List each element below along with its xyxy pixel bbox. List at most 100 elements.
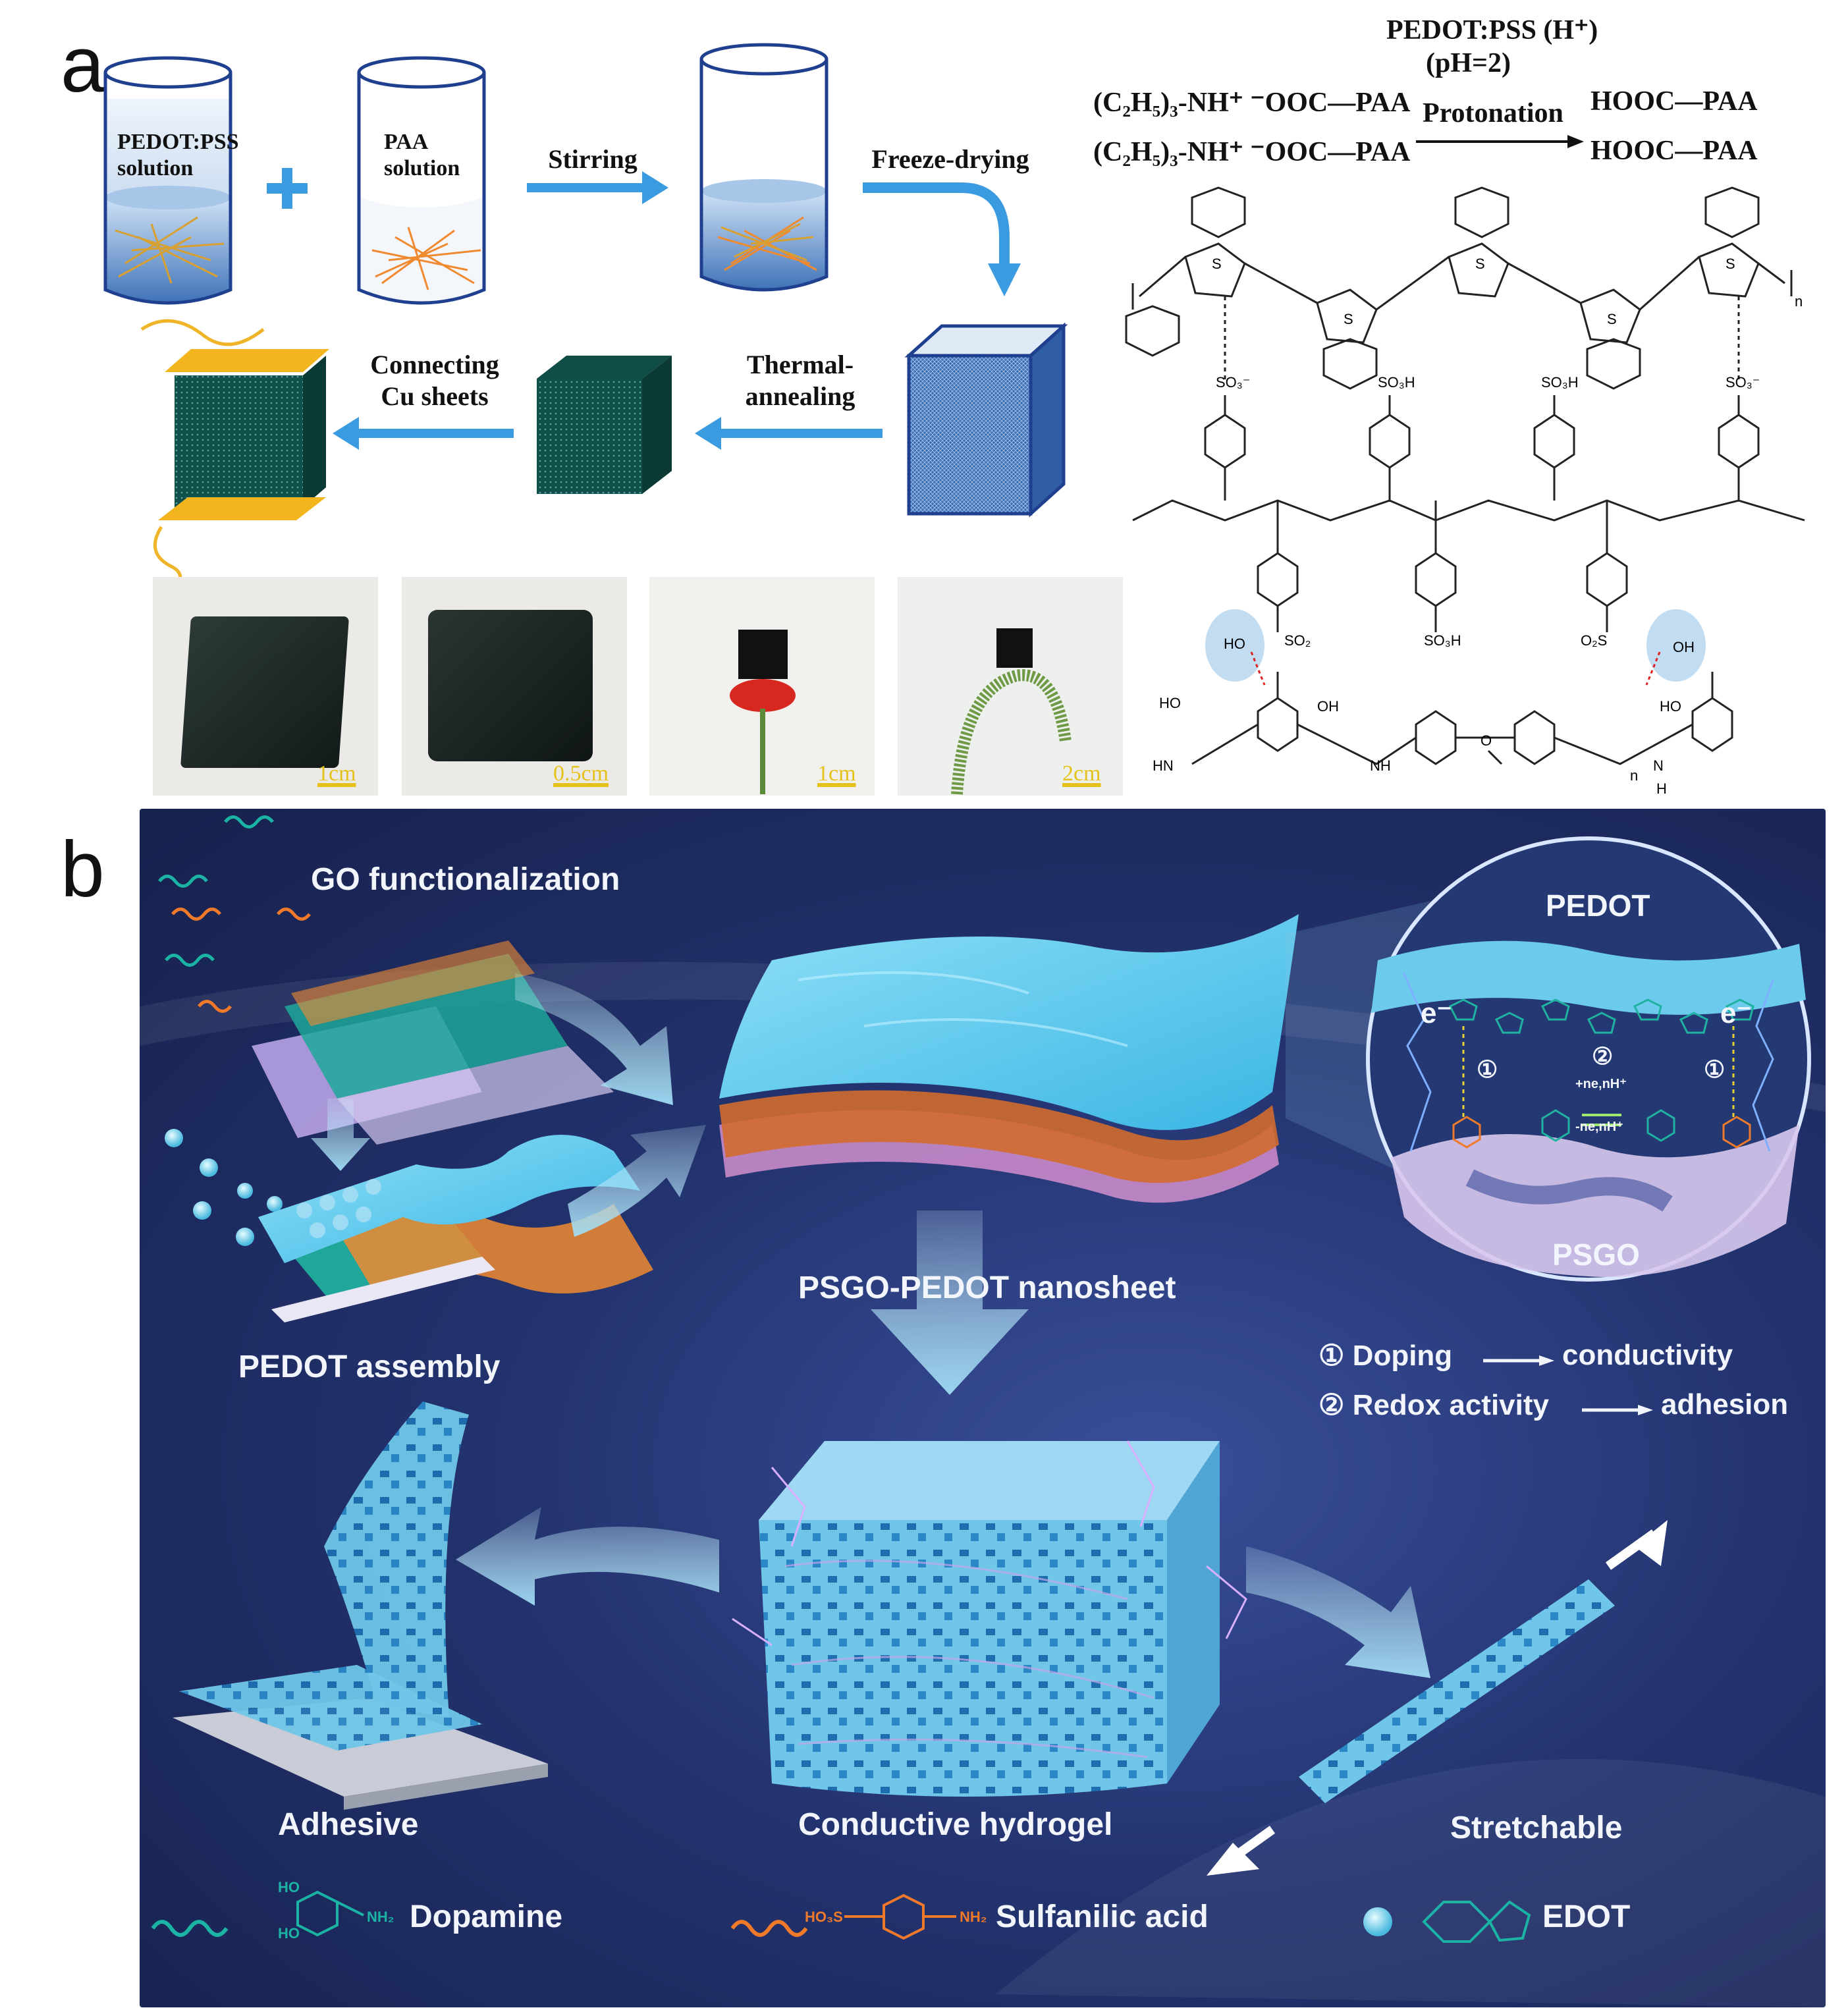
pedot-pss-paa-structure: SO₃⁻ SO₃H SO₃H SO₃⁻ SO₂ SO₃H O₂S HO OH H…	[1125, 186, 1805, 797]
struct-o-ether: O	[1481, 732, 1492, 749]
arrow-to-nanosheet-bottom	[568, 1125, 706, 1237]
struct-sub-n-top: n	[1795, 293, 1803, 310]
arrow-down-large	[871, 1210, 1029, 1395]
legend-sulfanilic-label: Sulfanilic acid	[996, 1899, 1209, 1934]
photo-cube-2: 0.5cm	[402, 577, 627, 796]
redox-plus: +ne,nH⁺	[1575, 1077, 1627, 1091]
struct-nh: NH	[1370, 757, 1391, 774]
arrow-connecting-cu	[333, 417, 514, 450]
scale-bar-3: 1cm	[817, 761, 856, 786]
struct-so3h-3: SO₃H	[1424, 632, 1461, 649]
legend-nh2-sulfanilic: NH₂	[960, 1909, 987, 1925]
photo-cube-1: 1cm	[153, 577, 378, 796]
inset-mark-1-left: ①	[1477, 1056, 1498, 1083]
arrow-down-small	[311, 1099, 370, 1171]
legend-nh2-dopamine: NH₂	[367, 1909, 394, 1925]
inset-mark-2: ②	[1592, 1043, 1614, 1070]
legend-ho-1: HO	[278, 1879, 300, 1895]
adhesion-label: adhesion	[1661, 1388, 1789, 1421]
go-functionalized-sheets	[252, 940, 614, 1145]
struct-oh-1: OH	[1673, 639, 1695, 655]
interface-inset	[1366, 836, 1811, 1282]
redox-activity-label: ② Redox activity	[1318, 1389, 1550, 1421]
scale-bar-1: 1cm	[317, 761, 356, 786]
struct-ho-1: HO	[1224, 636, 1245, 652]
conductive-hydrogel-block	[732, 1440, 1247, 1797]
beaker2-label-line2: solution	[384, 156, 460, 180]
stretchable-label: Stretchable	[1450, 1810, 1623, 1845]
struct-so3h-2: SO₃H	[1541, 374, 1579, 391]
nanosheet-label: PSGO-PEDOT nanosheet	[798, 1270, 1176, 1305]
panel-a-letter: a	[61, 20, 105, 109]
legend-dopamine-label: Dopamine	[410, 1899, 563, 1934]
legend-edot-glyph	[1363, 1900, 1531, 1943]
freeze-dried-cube	[904, 322, 1068, 518]
struct-s-1: S	[1212, 256, 1222, 272]
beaker1-label-line2: solution	[117, 156, 194, 180]
redox-minus: -ne,nH⁺	[1575, 1120, 1623, 1134]
panel-b-letter: b	[61, 825, 105, 913]
h-bond-highlight-right	[1646, 609, 1706, 682]
panel-b-graphics	[140, 815, 1826, 2007]
thermal-line2: annealing	[745, 381, 856, 411]
legend-dopamine-glyph	[151, 1890, 364, 1937]
doping-label: ① Doping	[1318, 1340, 1453, 1372]
freeze-drying-label: Freeze-drying	[871, 144, 1029, 174]
reaction-arrow	[1416, 135, 1584, 148]
pedot-assembly-label: PEDOT assembly	[238, 1349, 501, 1384]
arrow-to-stretchable	[1246, 1546, 1430, 1678]
hydrogel-label: Conductive hydrogel	[798, 1807, 1113, 1842]
reaction-ph: (pH=2)	[1426, 48, 1511, 78]
edot-particles	[165, 1129, 283, 1246]
doping-arrow	[1483, 1355, 1554, 1366]
grass-stem	[951, 669, 1072, 795]
struct-hn: HN	[1153, 757, 1174, 774]
redox-arrow	[1582, 1405, 1653, 1415]
connect-line2: Cu sheets	[381, 381, 489, 411]
photo-on-grass: 2cm	[898, 577, 1123, 796]
legend-edot-label: EDOT	[1542, 1899, 1631, 1934]
reaction-left-1: (C₂H₅)₃-NH⁺ ⁻OOC—PAA	[1093, 88, 1411, 118]
reaction-right-2: HOOC—PAA	[1590, 136, 1758, 166]
reaction-arrow-label: Protonation	[1423, 98, 1563, 128]
adhesive-illustration	[173, 1401, 548, 1810]
struct-so2: SO₂	[1284, 632, 1311, 649]
arrow-freeze-drying	[863, 182, 1021, 296]
h-bond-highlight-left	[1205, 609, 1264, 682]
annealed-cube	[537, 356, 672, 494]
pedot-assembly-sheets	[258, 1135, 653, 1322]
psgo-pedot-nanosheet	[719, 914, 1299, 1203]
inset-pedot-label: PEDOT	[1546, 888, 1650, 923]
conductivity-label: conductivity	[1562, 1339, 1733, 1371]
arrow-stirring	[527, 171, 668, 204]
legend-sulfanilic-glyph	[730, 1893, 956, 1940]
legend-ho3s: HO₃S	[805, 1909, 843, 1925]
inset-psgo-label: PSGO	[1552, 1237, 1640, 1272]
electron-right: e⁻	[1720, 997, 1752, 1029]
reaction-right-1: HOOC—PAA	[1590, 86, 1758, 117]
beaker-paa	[357, 56, 486, 305]
arrow-thermal-annealing	[695, 417, 883, 450]
panel-a-process-diagram	[103, 43, 1068, 580]
go-functionalization-label: GO functionalization	[311, 862, 620, 897]
connect-line1: Connecting	[370, 350, 499, 379]
struct-s-5: S	[1607, 311, 1617, 327]
beaker1-label-line1: PEDOT:PSS	[117, 130, 239, 154]
struct-ho-2: HO	[1159, 695, 1181, 711]
beaker1-label: PEDOT:PSS solution	[117, 129, 239, 182]
struct-so3m-1: SO₃⁻	[1216, 374, 1250, 391]
thermal-line1: Thermal-	[746, 350, 854, 379]
beaker2-label: PAA solution	[384, 129, 460, 182]
struct-so3m-2: SO₃⁻	[1726, 374, 1760, 391]
legend-ho-2: HO	[278, 1925, 300, 1942]
struct-s-3: S	[1726, 256, 1735, 272]
stretchable-strip	[1207, 1520, 1668, 1876]
thermal-annealing-label: Thermal- annealing	[731, 349, 869, 412]
struct-o2s: O₂S	[1581, 632, 1607, 649]
struct-h: H	[1656, 780, 1667, 797]
inset-mark-1-right: ①	[1704, 1056, 1726, 1083]
arrow-to-adhesive	[456, 1507, 719, 1606]
adhesive-label: Adhesive	[278, 1807, 419, 1842]
struct-oh-2: OH	[1317, 698, 1339, 715]
struct-n: N	[1653, 757, 1664, 774]
